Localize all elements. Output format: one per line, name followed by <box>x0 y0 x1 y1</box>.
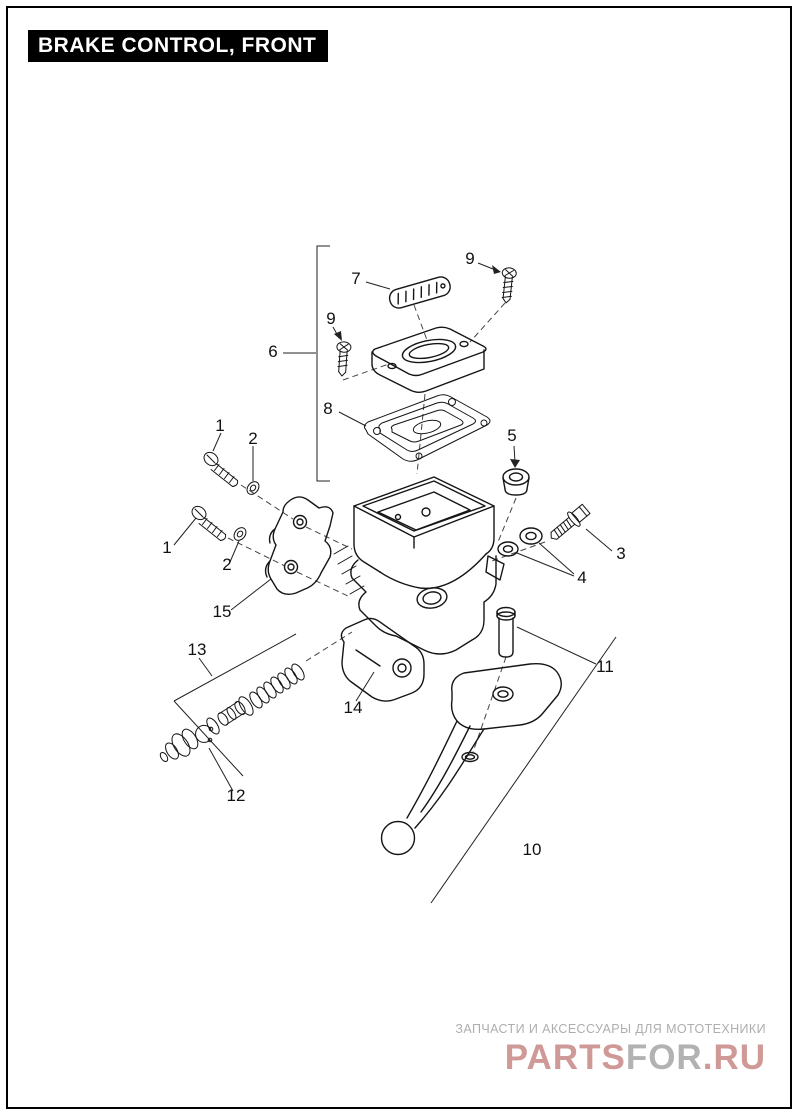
callout-8: 8 <box>323 399 332 418</box>
part-clamp-screw-upper <box>203 451 260 495</box>
callout-7: 7 <box>351 269 360 288</box>
part-insert-plate <box>388 276 451 309</box>
callout-2-lower: 2 <box>222 555 231 574</box>
part-master-cylinder-body <box>350 476 505 655</box>
callout-1-lower: 1 <box>162 538 171 557</box>
part-gasket <box>363 394 491 462</box>
part-bushing <box>502 468 530 496</box>
callout-2-upper: 2 <box>248 429 257 448</box>
watermark-logo: PARTSFOR.RU <box>455 1040 766 1075</box>
callout-15: 15 <box>213 602 232 621</box>
page-title: BRAKE CONTROL, FRONT <box>28 30 329 62</box>
part-piston-kit <box>195 663 305 743</box>
part-lever-clevis <box>340 617 425 702</box>
callout-14: 14 <box>344 698 363 717</box>
callout-5: 5 <box>507 426 516 445</box>
part-clamp-bracket <box>264 496 334 596</box>
watermark-logo-segment: .RU <box>702 1038 766 1077</box>
page-title-text: BRAKE CONTROL, FRONT <box>38 34 317 57</box>
part-washers <box>497 527 543 557</box>
callout-10: 10 <box>523 840 542 859</box>
callout-3: 3 <box>616 544 625 563</box>
part-cover-screw-right <box>501 267 517 304</box>
callout-labels: 7 9 9 6 8 1 2 5 1 2 3 4 15 13 14 11 12 1… <box>162 249 625 859</box>
part-clamp-screw-lower <box>191 505 247 541</box>
part-boot <box>159 728 199 763</box>
watermark-tagline: ЗАПЧАСТИ И АКСЕССУАРЫ ДЛЯ МОТОТЕХНИКИ <box>455 1022 766 1036</box>
callout-6: 6 <box>268 342 277 361</box>
part-cover-screw-left <box>336 341 352 377</box>
callout-1-upper: 1 <box>215 416 224 435</box>
part-pivot-pin <box>461 606 516 763</box>
watermark-logo-segment: PARTS <box>504 1038 626 1077</box>
callout-12: 12 <box>227 786 246 805</box>
part-banjo-bolt <box>550 503 591 540</box>
callout-9-top: 9 <box>465 249 474 268</box>
part-reservoir-cover <box>371 326 487 393</box>
callout-13: 13 <box>188 640 207 659</box>
leader-lines <box>173 245 617 904</box>
part-brake-lever <box>380 662 562 856</box>
watermark: ЗАПЧАСТИ И АКСЕССУАРЫ ДЛЯ МОТОТЕХНИКИ PA… <box>455 1022 766 1075</box>
callout-9-left: 9 <box>326 309 335 328</box>
callout-11: 11 <box>596 657 614 676</box>
callout-4: 4 <box>577 568 586 587</box>
watermark-logo-segment: FOR <box>625 1038 703 1077</box>
clamp-face-hatching <box>333 545 365 595</box>
